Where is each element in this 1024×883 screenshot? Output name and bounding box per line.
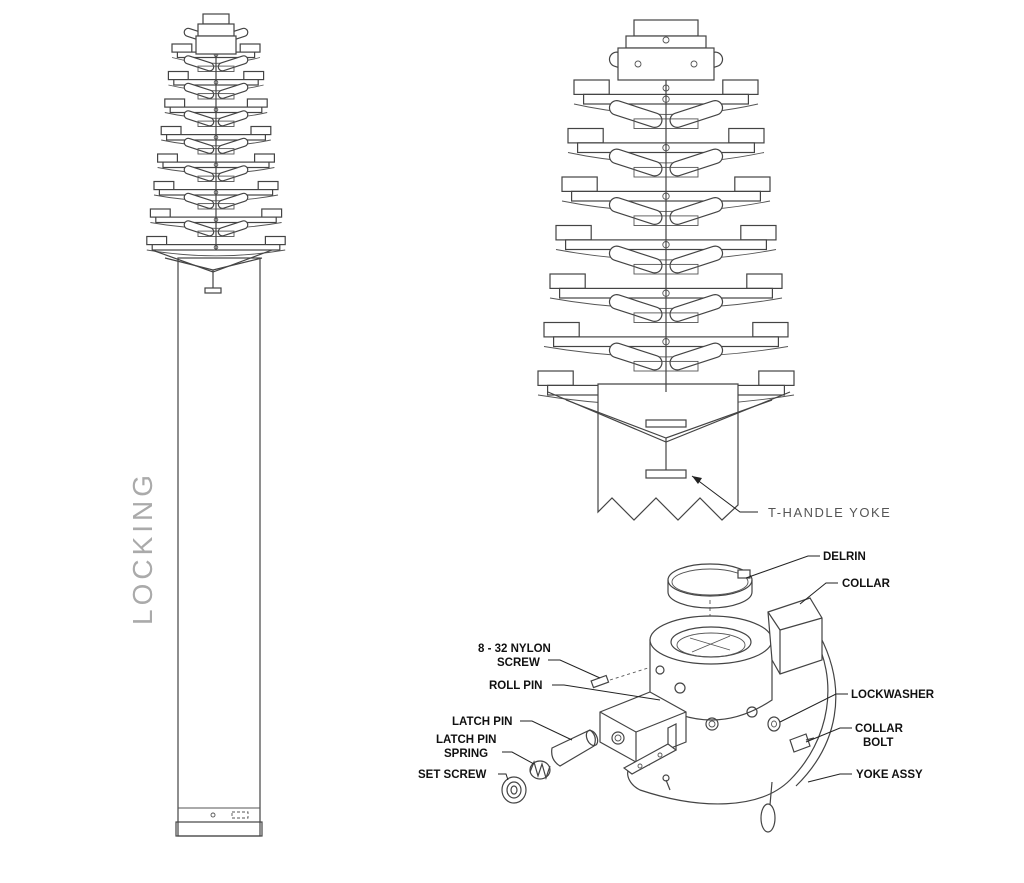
- collar-bolt-label-2: BOLT: [863, 737, 893, 749]
- delrin-label: DELRIN: [823, 551, 866, 563]
- mast-tube: [177, 257, 261, 837]
- locking-vertical-label: LOCKING: [127, 471, 158, 625]
- lockwasher-label: LOCKWASHER: [851, 689, 935, 701]
- latch-pin-spring-label-1: LATCH PIN: [436, 734, 496, 746]
- t-handle-yoke-label: T-HANDLE YOKE: [768, 505, 891, 520]
- exploded-collar-view: DELRIN COLLAR 8 - 32 NYLON SCREW ROLL PI…: [418, 551, 935, 833]
- head-tube-broken: [597, 383, 739, 521]
- set-screw-label: SET SCREW: [418, 769, 487, 781]
- part-leaders: [498, 555, 852, 783]
- enlarged-head-view: T-HANDLE YOKE: [537, 19, 891, 521]
- collar-body: [599, 597, 823, 775]
- set-screw: [501, 776, 527, 804]
- latch-pin-label: LATCH PIN: [452, 716, 512, 728]
- latch-pin-spring-label-2: SPRING: [444, 748, 488, 760]
- nylon-screw-label-1: 8 - 32 NYLON: [478, 643, 551, 655]
- t-handle-yoke: [645, 469, 687, 479]
- nylon-screw: [590, 667, 649, 689]
- latch-pin: [551, 729, 599, 767]
- head-top-cap: [633, 19, 699, 37]
- collar-bolt-label-1: COLLAR: [855, 723, 904, 735]
- mast-top-cap: [202, 13, 230, 25]
- roll-pin-label: ROLL PIN: [489, 680, 542, 692]
- lockwasher: [767, 716, 781, 732]
- full-mast-view: LOCKING: [127, 13, 286, 837]
- collar-label: COLLAR: [842, 578, 891, 590]
- yoke-assy-label: YOKE ASSY: [856, 769, 923, 781]
- collar-bolt: [789, 733, 815, 753]
- t-handle-yoke-leader: [691, 475, 758, 513]
- nylon-screw-label-2: SCREW: [497, 657, 540, 669]
